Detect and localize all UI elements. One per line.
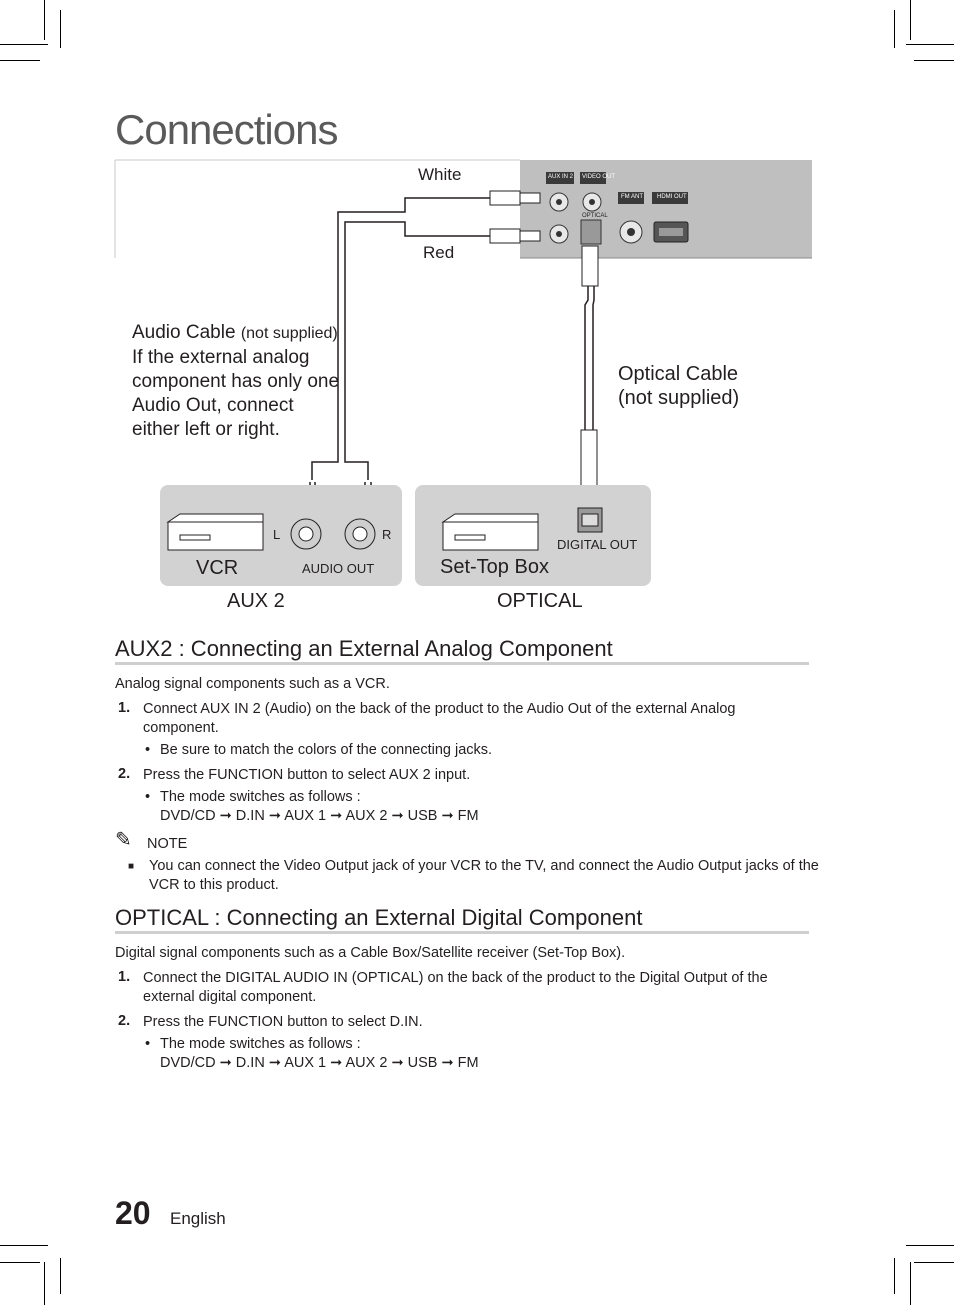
vcr-box (160, 485, 402, 586)
optical-step1: Connect the DIGITAL AUDIO IN (OPTICAL) o… (143, 969, 793, 1007)
optical-step2: Press the FUNCTION button to select D.IN… (143, 1013, 423, 1032)
panel-label-hdmi-out: HDMI OUT (657, 194, 687, 200)
optical-step1-text-4: external digital component. (143, 989, 317, 1005)
aux2-step1-text-2: (Audio) on the back of the product to th… (260, 701, 736, 717)
vcr-label: VCR (196, 557, 239, 579)
crop-mark (0, 60, 40, 61)
page-language: English (170, 1209, 226, 1228)
optical-step2-bullet-dot: • (145, 1036, 151, 1052)
crop-mark (60, 10, 61, 48)
optical-step2-text-2: button to select (283, 1014, 390, 1030)
optical-step2-text-3: . (418, 1014, 423, 1030)
aux2-step2: Press the FUNCTION button to select AUX … (143, 766, 470, 785)
optical-step2-bullet: The mode switches as follows : (160, 1036, 361, 1052)
aux2-intro: Analog signal components such as a VCR. (115, 676, 390, 692)
note-line-2: VCR to this product. (149, 877, 279, 893)
optical-step1-text: Connect the (143, 970, 226, 986)
crop-mark (44, 0, 45, 40)
crop-mark (910, 1262, 911, 1305)
optical-step1-emph: DIGITAL AUDIO IN (225, 970, 348, 986)
optical-step1-number: 1. (118, 969, 131, 985)
rca-plug-red (489, 228, 541, 244)
r-label: R (382, 527, 392, 542)
aux2-step2-text-3: input. (430, 767, 471, 783)
audio-cable-text: If the external analog component has onl… (132, 347, 340, 440)
optical-step2-text: Press the (143, 1014, 209, 1030)
optical-step2-number: 2. (118, 1013, 131, 1029)
aux2-step1: Connect AUX IN 2 (Audio) on the back of … (143, 700, 783, 738)
optical-mode-sequence: DVD/CD ➞ D.IN ➞ AUX 1 ➞ AUX 2 ➞ USB ➞ FM (160, 1055, 479, 1071)
optical-step1-text-2: ( (347, 970, 357, 986)
optical-intro: Digital signal components such as a Cabl… (115, 945, 626, 961)
crop-mark (0, 1245, 48, 1246)
crop-mark (914, 1262, 954, 1263)
crop-mark (914, 60, 954, 61)
aux2-step2-text: Press the (143, 767, 209, 783)
panel-label-fm-ant: FM ANT (621, 194, 643, 200)
optical-step1-text-3: ) on the back of the product to the Digi… (418, 970, 768, 986)
optical-step1-emph-2: OPTICAL (356, 970, 419, 986)
note-line-1: You can connect the Video Output jack of… (149, 858, 819, 874)
aux2-section-title: AUX2 : Connecting an External Analog Com… (115, 636, 809, 665)
aux2-step2-bullet-dot: • (145, 789, 151, 805)
connection-diagram (114, 159, 812, 586)
aux2-step1-text-3: component. (143, 720, 219, 736)
crop-mark (894, 1258, 895, 1294)
l-label: L (273, 527, 281, 542)
crop-mark (894, 10, 895, 48)
red-label: Red (423, 243, 455, 262)
aux2-step1-number: 1. (118, 700, 131, 716)
panel-label-video-out: VIDEO OUT (582, 174, 616, 180)
crop-mark (906, 44, 954, 45)
aux2-step1-bullet-dot: • (145, 742, 151, 758)
panel-label-optical: OPTICAL (582, 213, 608, 219)
optical-caption: OPTICAL (497, 590, 583, 612)
panel-label-aux-in-2: AUX IN 2 (548, 174, 574, 180)
aux2-step1-bullet: Be sure to match the colors of the conne… (160, 742, 493, 758)
aux2-mode-sequence: DVD/CD ➞ D.IN ➞ AUX 1 ➞ AUX 2 ➞ USB ➞ FM (160, 808, 479, 824)
audio-cable-callout: Audio Cable (not supplied) If the extern… (132, 321, 342, 442)
note-square-icon: ■ (128, 861, 135, 872)
optical-plug-top (581, 245, 599, 287)
optical-cable-note: (not supplied) (618, 387, 740, 409)
crop-mark (60, 1258, 61, 1294)
audio-out-label: AUDIO OUT (302, 561, 375, 576)
aux2-step2-emph-2: AUX 2 (388, 767, 431, 783)
aux2-caption: AUX 2 (227, 590, 285, 612)
aux2-step2-text-2: button to select (283, 767, 389, 783)
digital-out-label: DIGITAL OUT (557, 537, 638, 552)
crop-mark (0, 44, 48, 45)
rca-plug-white (489, 190, 541, 206)
aux2-step1-text: Connect (143, 701, 201, 717)
aux2-step2-emph: FUNCTION (208, 767, 284, 783)
aux2-step2-number: 2. (118, 766, 131, 782)
aux2-step1-emph: AUX IN 2 (200, 701, 261, 717)
optical-section-title: OPTICAL : Connecting an External Digital… (115, 905, 809, 934)
page-number: 20 (115, 1195, 151, 1231)
white-label: White (418, 165, 462, 184)
crop-mark (906, 1245, 954, 1246)
crop-mark (44, 1262, 45, 1305)
product-back-panel (114, 159, 812, 259)
settop-box (415, 485, 651, 586)
optical-cable-title: Optical Cable (618, 363, 739, 385)
chapter-title: Connections (115, 106, 338, 153)
aux2-step2-bullet: The mode switches as follows : (160, 789, 361, 805)
note-label: NOTE (147, 836, 188, 852)
crop-mark (0, 1262, 40, 1263)
note-pencil-icon: ✎ (115, 829, 132, 851)
crop-mark (910, 0, 911, 40)
optical-step2-emph: FUNCTION (208, 1014, 284, 1030)
audio-cable-note: (not supplied) (240, 325, 338, 342)
optical-cable (584, 262, 595, 430)
audio-cable-title: Audio Cable (132, 322, 236, 343)
settop-label: Set-Top Box (440, 556, 549, 578)
optical-cable-callout: Optical Cable (not supplied) (618, 362, 739, 410)
optical-step2-emph-2: D.IN (389, 1014, 419, 1030)
